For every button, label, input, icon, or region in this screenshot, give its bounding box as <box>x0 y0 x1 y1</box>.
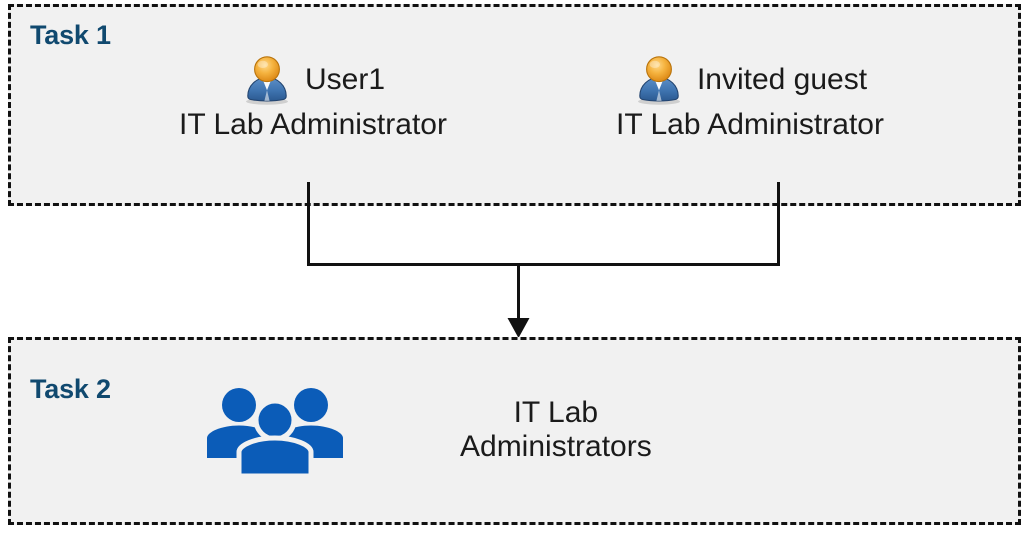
group-name: IT Lab Administrators <box>460 396 652 463</box>
task-2-container <box>8 337 1021 525</box>
task-1-member-user1: User1 IT Lab Administrator <box>128 52 498 141</box>
task-1-member-invited-guest: Invited guest IT Lab Administrator <box>540 52 960 141</box>
task-2-label: Task 2 <box>30 374 111 404</box>
people-group-icon <box>200 380 350 480</box>
member-name: Invited guest <box>696 62 868 96</box>
task-1-label: Task 1 <box>30 20 111 50</box>
task-1-container <box>8 4 1021 206</box>
member-name: User1 <box>304 62 386 96</box>
member-header: User1 <box>128 52 498 108</box>
task-2-group: IT Lab Administrators <box>200 380 652 480</box>
member-header: Invited guest <box>540 52 960 108</box>
user-icon <box>633 54 685 106</box>
member-role: IT Lab Administrator <box>616 108 884 141</box>
user-icon <box>241 54 293 106</box>
member-role: IT Lab Administrator <box>179 108 447 141</box>
